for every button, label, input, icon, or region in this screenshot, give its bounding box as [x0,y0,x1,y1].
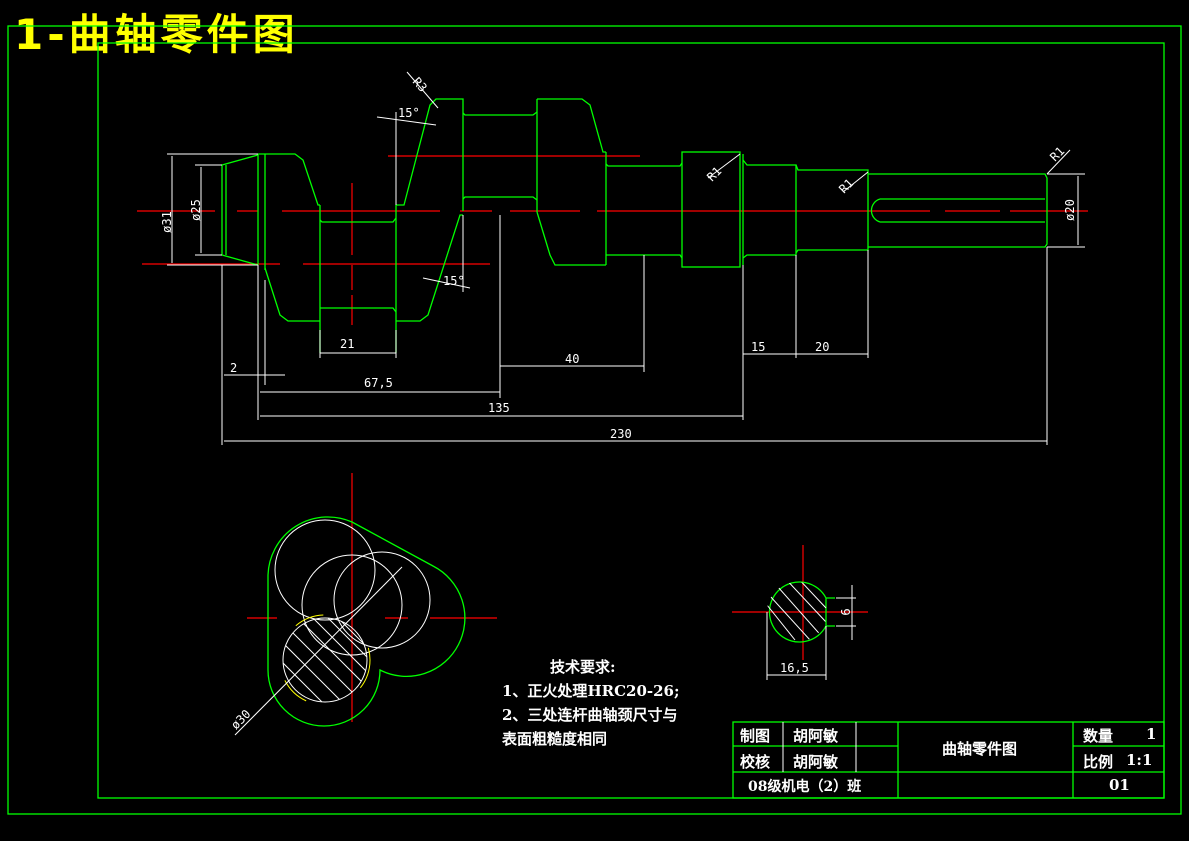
centerlines [137,155,1088,325]
drawing-title: 1-曲轴零件图 [14,10,299,59]
dim-230: 230 [610,427,632,441]
technical-requirements: 技术要求: 1、正火处理HRC20-26; 2、三处连杆曲轴颈尺寸与 表面粗糙度… [502,655,680,751]
drawing-number: 01 [1109,776,1130,794]
dim-r3: R3 [410,75,430,95]
part-name: 曲轴零件图 [942,740,1018,758]
tech-item-3: 表面粗糙度相同 [502,730,608,748]
dim-d30: ø30 [228,707,253,732]
dim-r1-c: R1 [1047,144,1067,164]
checked-name: 胡阿敏 [793,753,839,771]
dim-r1-b: R1 [836,176,856,196]
dim-15: 15 [751,340,765,354]
dim-r1-a: R1 [704,164,724,184]
class-name: 08级机电（2）班 [748,779,862,795]
crankshaft-end-view: ø30 [228,473,497,736]
checked-label: 校核 [740,753,771,771]
tech-item-1: 1、正火处理HRC20-26; [502,682,680,700]
scale-label: 比例 [1083,753,1114,771]
dim-2: 2 [230,361,237,375]
crankshaft-outline [221,98,1048,353]
title-block-frame [732,721,1165,799]
keyway-section: 16,5 6 [732,545,868,680]
dim-16-5: 16,5 [780,661,809,675]
dim-d31: ø31 [160,211,174,233]
qty-value: 1 [1146,725,1157,743]
dimension-lines [167,71,1085,445]
dim-40: 40 [565,352,579,366]
drawn-name: 胡阿敏 [793,727,839,745]
dim-21: 21 [340,337,354,351]
dim-d20: ø20 [1063,199,1077,221]
dim-d25: ø25 [189,199,203,221]
dim-20: 20 [815,340,829,354]
dim-135: 135 [488,401,510,415]
tech-heading: 技术要求: [550,658,616,676]
tech-item-2: 2、三处连杆曲轴颈尺寸与 [502,706,678,724]
dim-angle-bottom: 15° [443,274,465,288]
outer-border [7,25,1182,815]
dimension-labels: ø31 ø25 ø20 R3 15° 15° R1 R1 R1 21 2 67,… [160,75,1077,441]
dim-angle-top: 15° [398,106,420,120]
dim-key-6: 6 [839,608,853,615]
inner-border [97,42,1165,799]
drawn-label: 制图 [740,727,771,745]
qty-label: 数量 [1083,727,1114,745]
title-block-grid [782,722,857,772]
dim-67-5: 67,5 [364,376,393,390]
scale-value: 1:1 [1126,751,1153,769]
